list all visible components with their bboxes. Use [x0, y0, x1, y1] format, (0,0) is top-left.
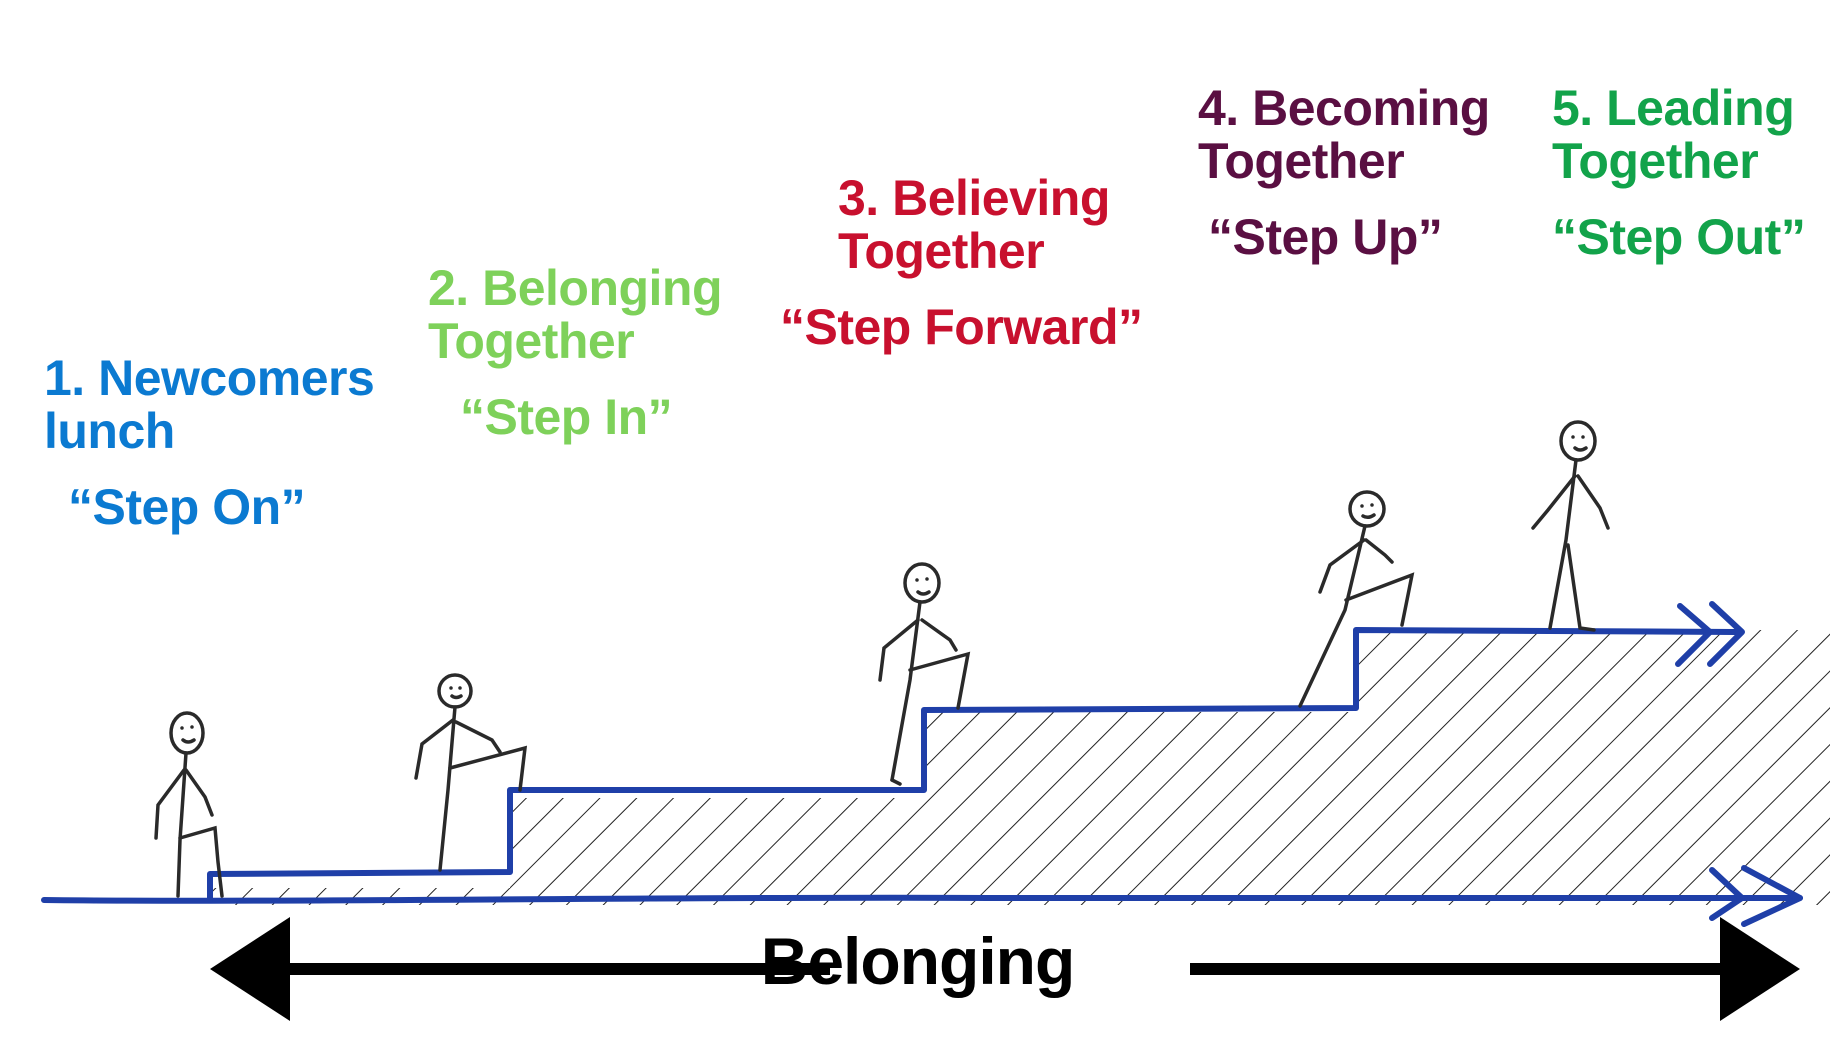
stick-figure-4-icon [1298, 490, 1415, 708]
belonging-arrow-left-icon [210, 917, 290, 1021]
stage-2-label: 2. Belonging Together “Step In” [428, 260, 723, 445]
staircase-outline [207, 627, 1738, 903]
belonging-arrow-right-icon [1720, 917, 1800, 1021]
stage-1-label: 1. Newcomers lunch “Step On” [44, 350, 375, 535]
baseline-arrowhead-icon [1709, 865, 1803, 927]
stage-3-label: 3. Believing Together “Step Forward” [780, 170, 1143, 355]
stage-3-title-line-1: 3. Believing [838, 170, 1110, 226]
stage-5-label: 5. Leading Together “Step Out” [1552, 80, 1806, 265]
stick-figure-1-icon [154, 711, 224, 898]
stage-2-quote: “Step In” [460, 389, 673, 445]
stage-5-title-line-1: 5. Leading [1552, 80, 1795, 136]
stage-1-title-line-2: lunch [44, 402, 175, 459]
stage-4-title-line-2: Together [1198, 132, 1405, 189]
belonging-arrow-shaft-right [1190, 963, 1730, 975]
stick-figure-3-icon [878, 562, 971, 786]
stage-2-title-line-1: 2. Belonging [428, 260, 723, 316]
stick-figure-2-icon [414, 673, 528, 872]
stage-1-title-line-1: 1. Newcomers [44, 350, 375, 406]
belonging-arrow-shaft-left [270, 963, 830, 975]
stick-figure-5-icon [1531, 420, 1610, 632]
stage-3-title-line-2: Together [838, 222, 1045, 279]
stage-3-quote: “Step Forward” [780, 299, 1143, 355]
stage-2-title-line-2: Together [428, 312, 635, 369]
top-arrowhead-icon [1675, 601, 1745, 667]
baseline-line [41, 894, 1803, 904]
stage-5-title-line-2: Together [1552, 132, 1759, 189]
belonging-axis-label: Belonging [760, 924, 1076, 998]
stage-4-label: 4. Becoming Together “Step Up” [1198, 82, 1490, 264]
stage-4-title-line-1: 4. Becoming [1198, 80, 1490, 136]
stage-4-quote: “Step Up” [1208, 209, 1443, 265]
stage-5-quote: “Step Out” [1552, 209, 1806, 265]
stage-1-quote: “Step On” [68, 479, 306, 535]
